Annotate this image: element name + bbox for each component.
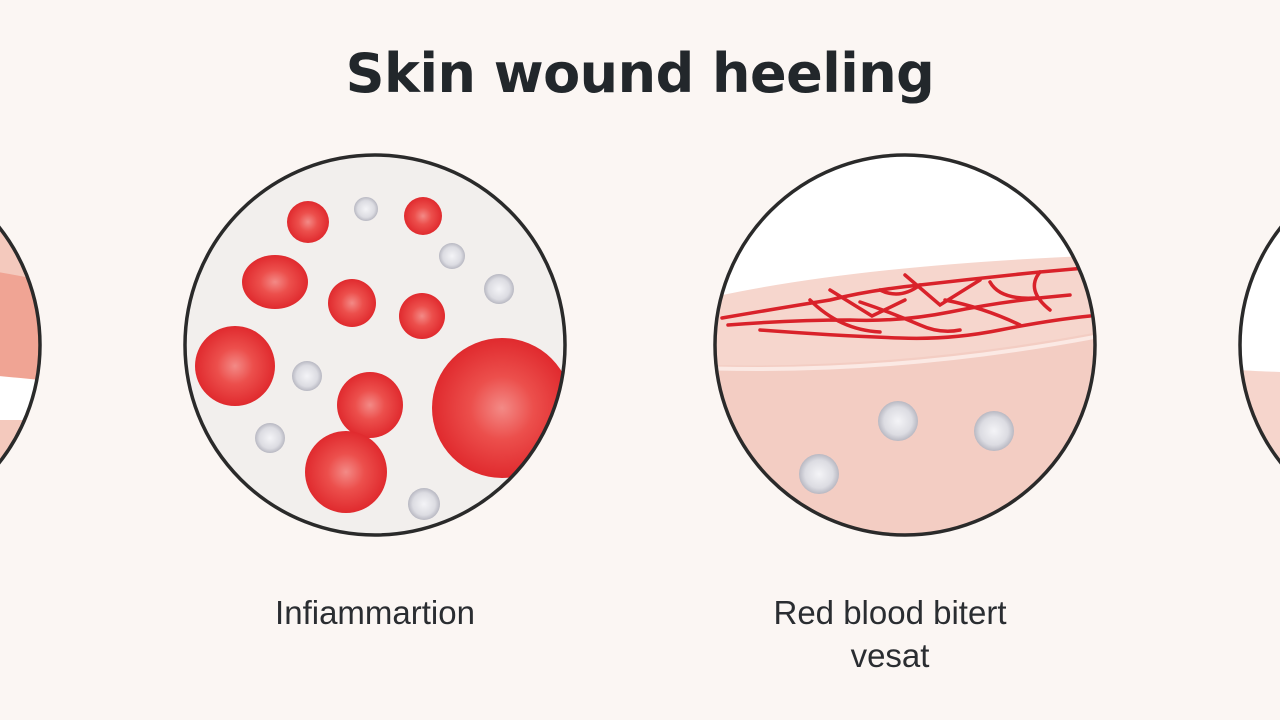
inflammation-panel xyxy=(183,153,567,537)
inflammation-caption: Infiammartion xyxy=(275,594,475,631)
vessel-caption: Red blood bitert vesat xyxy=(690,592,1090,678)
blood-vessels xyxy=(720,266,1092,341)
white-blood-cells xyxy=(255,197,514,520)
vessel-panel xyxy=(713,153,1097,537)
red-blood-cells xyxy=(195,197,565,513)
vessel-caption-line-2: vesat xyxy=(850,636,930,674)
white-blood-cells xyxy=(799,401,1014,494)
edge-panel-left xyxy=(0,225,42,465)
diagram-title: Skin wound heeling xyxy=(345,42,935,105)
edge-panel-right xyxy=(1238,225,1280,535)
vessel-caption-line-1: Red blood bitert xyxy=(773,594,1007,631)
